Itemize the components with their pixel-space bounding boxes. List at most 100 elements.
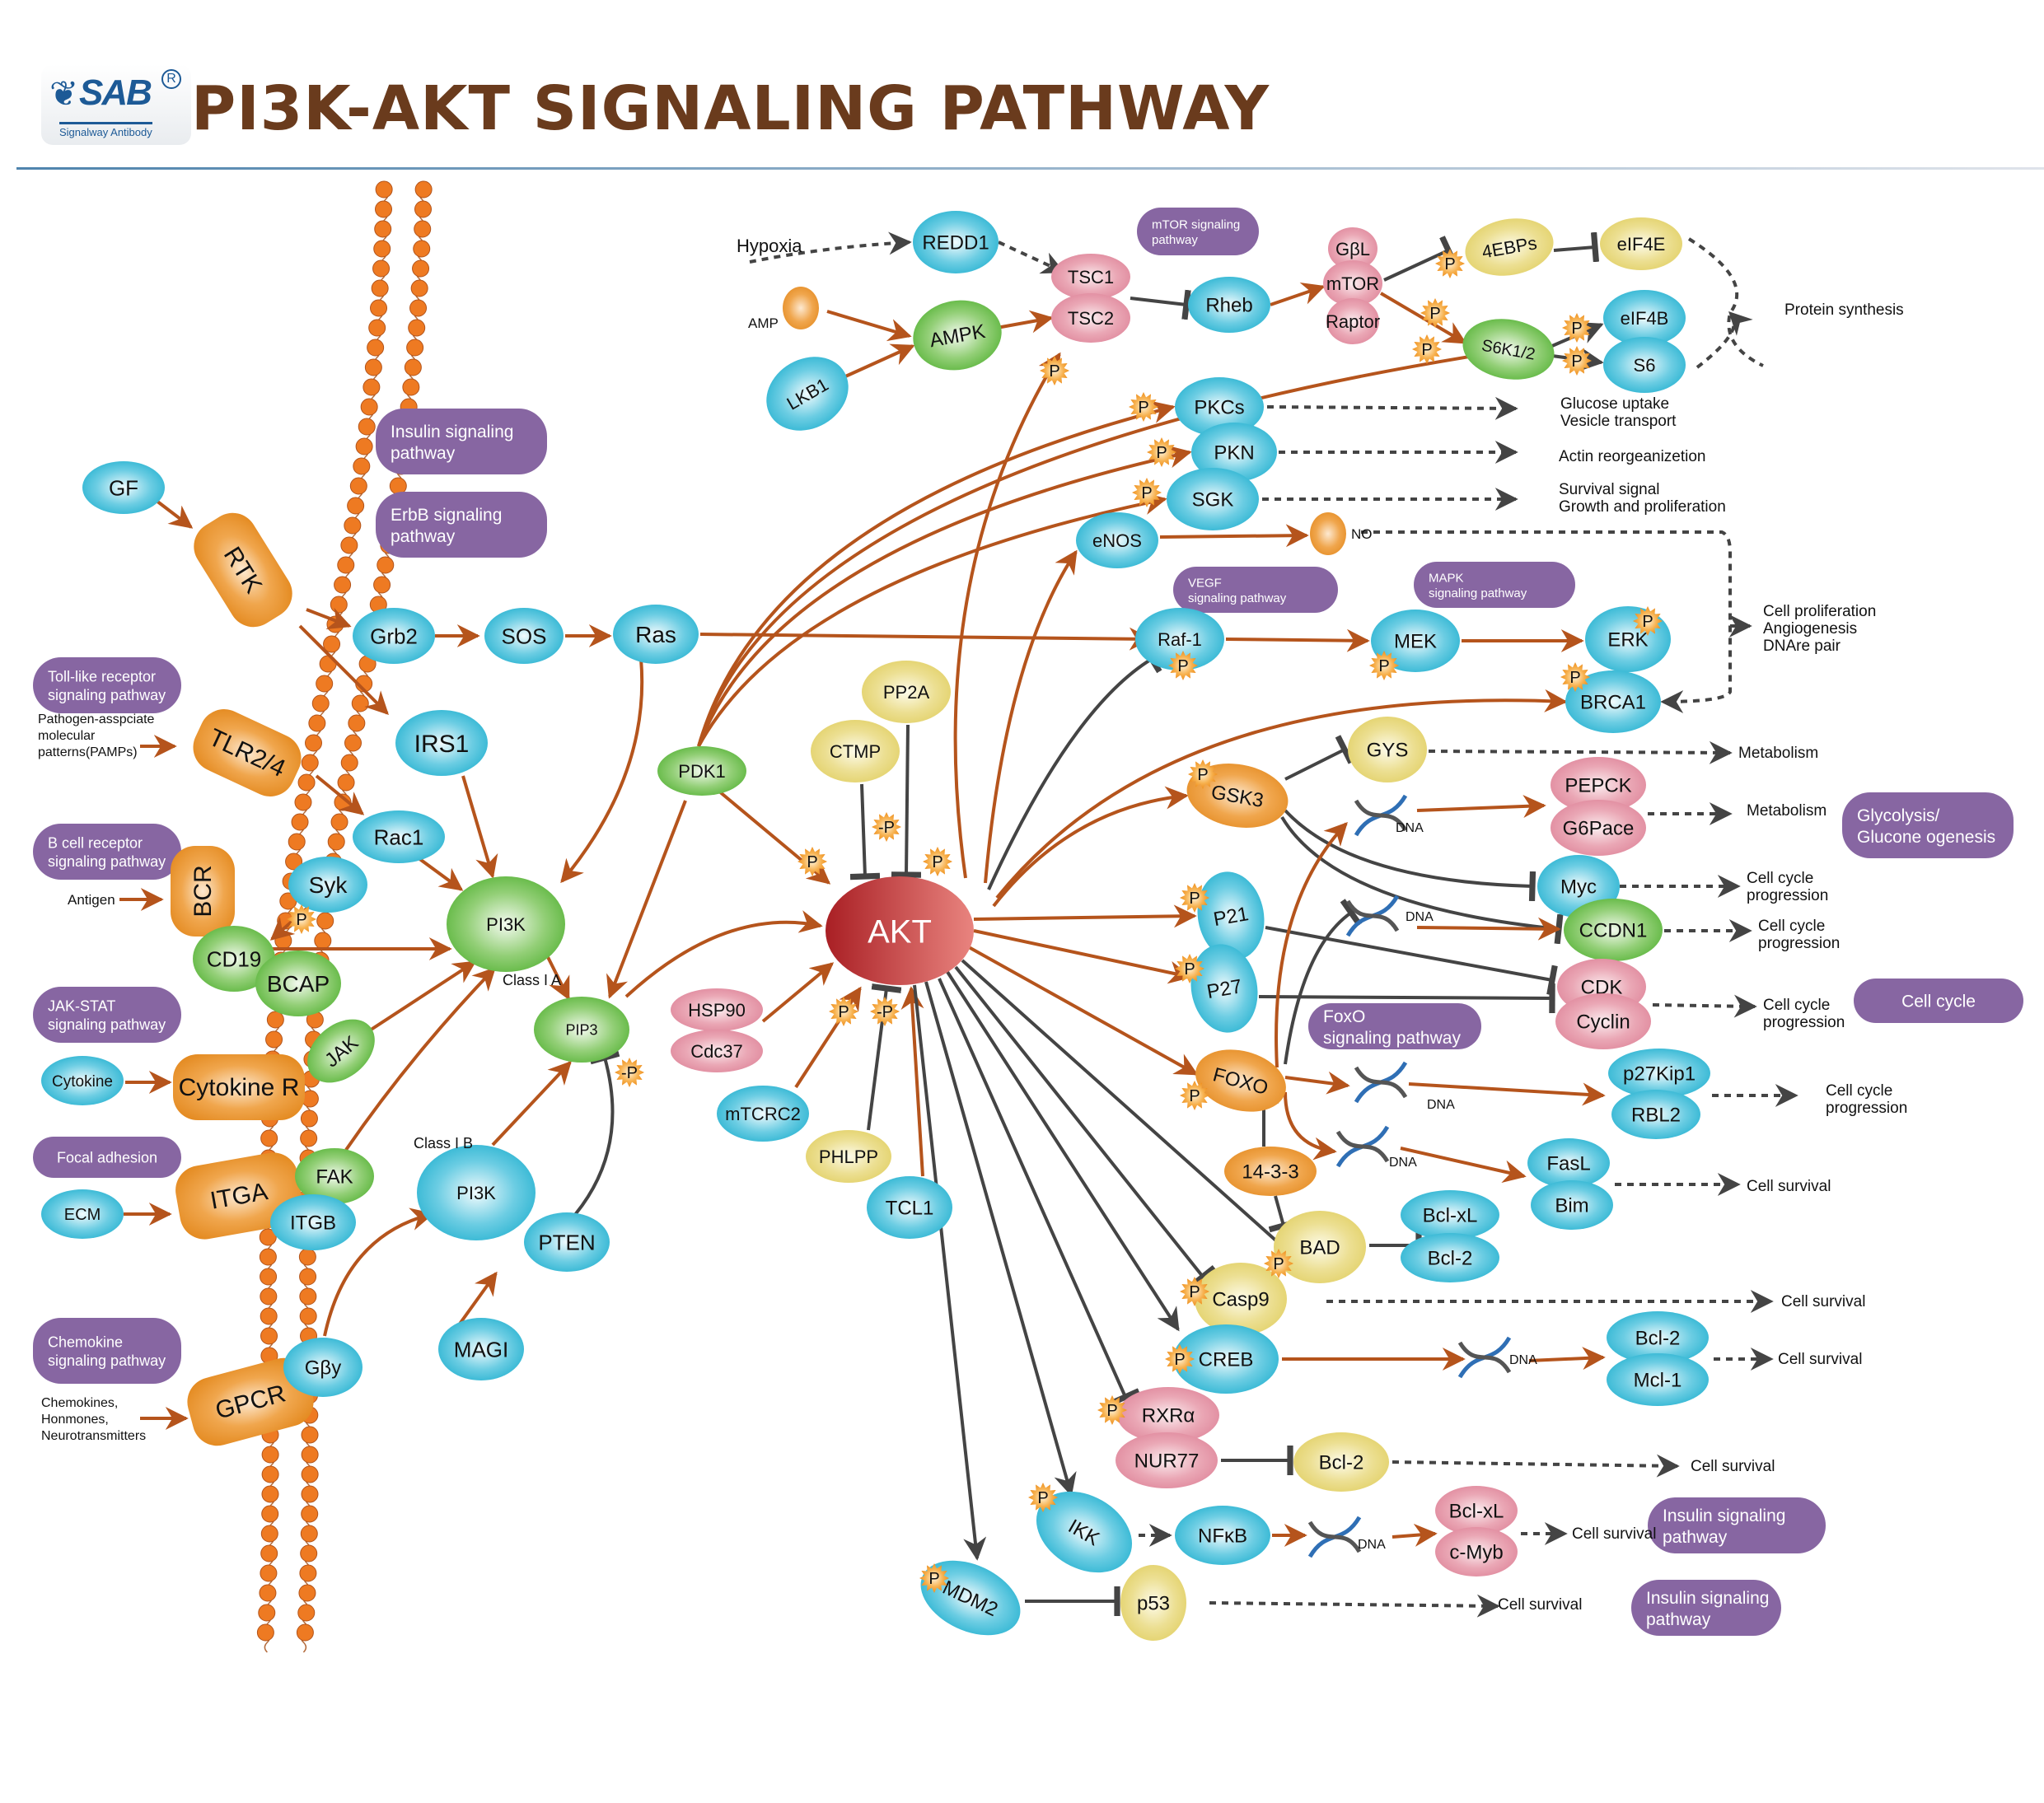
node-rheb[interactable]: Rheb xyxy=(1188,277,1270,333)
node-4ebps[interactable]: 4EBPs xyxy=(1461,212,1558,283)
node-grb2[interactable]: Grb2 xyxy=(353,608,435,664)
node-cmyb[interactable]: c-Myb xyxy=(1435,1527,1518,1576)
node-rxra[interactable]: RXRα xyxy=(1117,1387,1219,1443)
node-bcap[interactable]: BCAP xyxy=(255,951,341,1016)
node-gys[interactable]: GYS xyxy=(1348,717,1427,782)
node-pkn[interactable]: PKN xyxy=(1191,423,1277,482)
pathway-box-glycolysis-glucone-ogenesis[interactable]: Glycolysis/Glucone ogenesis xyxy=(1842,792,2014,858)
node-redd1[interactable]: REDD1 xyxy=(913,211,999,273)
receptor-bcr[interactable]: BCR xyxy=(171,846,235,937)
node-syk[interactable]: Syk xyxy=(288,857,367,913)
node-cd19[interactable]: CD19 xyxy=(193,926,275,992)
node-creb[interactable]: CREB xyxy=(1173,1324,1279,1394)
node-amp[interactable] xyxy=(783,287,819,329)
node-tcl1[interactable]: TCL1 xyxy=(867,1176,952,1239)
node-pkcs[interactable]: PKCs xyxy=(1175,377,1264,437)
node-p21[interactable]: P21 xyxy=(1190,866,1271,965)
node-bcl2c[interactable]: Bcl-2 xyxy=(1293,1432,1389,1492)
node-bclxl1[interactable]: Bcl-xL xyxy=(1401,1190,1499,1240)
node-pip3[interactable]: PIP3 xyxy=(534,997,629,1063)
node-gbl[interactable]: GβL xyxy=(1328,227,1377,270)
node-pten[interactable]: PTEN xyxy=(524,1212,610,1272)
node-eif4e[interactable]: eIF4E xyxy=(1600,217,1682,270)
node-noball[interactable] xyxy=(1310,512,1346,555)
node-tsc2[interactable]: TSC2 xyxy=(1051,293,1130,343)
receptor-cytokine-r[interactable]: Cytokine R xyxy=(173,1054,305,1120)
node-p53[interactable]: p53 xyxy=(1120,1565,1186,1641)
node-p27kip1[interactable]: p27Kip1 xyxy=(1608,1049,1710,1098)
node-akt[interactable]: AKT xyxy=(826,876,974,985)
node-enos[interactable]: eNOS xyxy=(1076,512,1158,568)
node-foxo[interactable]: FOXO xyxy=(1189,1040,1293,1122)
node-bim[interactable]: Bim xyxy=(1531,1180,1613,1230)
node-gf[interactable]: GF xyxy=(82,461,165,514)
node-ctmp[interactable]: CTMP xyxy=(811,720,900,782)
node-phlpp[interactable]: PHLPP xyxy=(806,1130,891,1183)
node-sgk[interactable]: SGK xyxy=(1167,468,1259,530)
node-pi3kb[interactable]: PI3K xyxy=(417,1145,536,1240)
pathway-box-cell-cycle[interactable]: Cell cycle xyxy=(1854,979,2023,1023)
node-casp9[interactable]: Casp9 xyxy=(1195,1263,1287,1335)
node-raf1[interactable]: Raf-1 xyxy=(1135,608,1224,670)
node-mdm2[interactable]: MDM2 xyxy=(909,1546,1032,1651)
node-bcl2b[interactable]: Bcl-2 xyxy=(1607,1311,1709,1364)
node-sos[interactable]: SOS xyxy=(484,608,564,664)
node-ikk[interactable]: IKK xyxy=(1022,1475,1146,1589)
node-gby[interactable]: Gβy xyxy=(283,1338,362,1397)
node-jak[interactable]: JAK xyxy=(295,1007,387,1095)
node-pi3ka[interactable]: PI3K xyxy=(447,876,565,972)
node-pepck[interactable]: PEPCK xyxy=(1551,757,1646,813)
node-s6[interactable]: S6 xyxy=(1603,337,1686,393)
node-bad[interactable]: BAD xyxy=(1274,1211,1366,1283)
node-cdc37[interactable]: Cdc37 xyxy=(671,1030,763,1072)
node-ras[interactable]: Ras xyxy=(613,605,699,664)
node-lkb1[interactable]: LKB1 xyxy=(753,343,862,446)
node-nur77[interactable]: NUR77 xyxy=(1116,1432,1218,1488)
node-rac1[interactable]: Rac1 xyxy=(353,810,445,863)
node-hsp90[interactable]: HSP90 xyxy=(671,988,763,1031)
node-brca1[interactable]: BRCA1 xyxy=(1565,670,1661,733)
node-irs1[interactable]: IRS1 xyxy=(395,710,488,776)
node-raptor[interactable]: Raptor xyxy=(1326,298,1380,344)
node-nfkb[interactable]: NFκB xyxy=(1175,1506,1270,1565)
node-1433[interactable]: 14-3-3 xyxy=(1224,1147,1317,1196)
node-fak[interactable]: FAK xyxy=(295,1148,374,1204)
receptor-tlr2-4[interactable]: TLR2/4 xyxy=(185,701,310,805)
node-magi[interactable]: MAGI xyxy=(438,1318,524,1380)
node-itgb[interactable]: ITGB xyxy=(270,1194,356,1250)
node-cytokine[interactable]: Cytokine xyxy=(41,1056,124,1105)
receptor-gpcr[interactable]: GPCR xyxy=(182,1352,320,1451)
node-mek[interactable]: MEK xyxy=(1371,610,1460,672)
receptor-rtk[interactable]: RTK xyxy=(185,503,302,636)
node-eif4b[interactable]: eIF4B xyxy=(1603,290,1686,346)
pathway-box-focal-adhesion[interactable]: Focal adhesion xyxy=(33,1137,181,1178)
node-mtcrc2[interactable]: mTCRC2 xyxy=(717,1086,809,1142)
node-tsc1[interactable]: TSC1 xyxy=(1051,254,1130,300)
node-pp2a[interactable]: PP2A xyxy=(862,661,951,723)
node-pdk1[interactable]: PDK1 xyxy=(657,746,746,796)
node-cyclin[interactable]: Cyclin xyxy=(1555,993,1651,1049)
node-mcl1[interactable]: Mcl-1 xyxy=(1607,1353,1709,1406)
node-bclxl2[interactable]: Bcl-xL xyxy=(1435,1486,1518,1535)
receptor-itga[interactable]: ITGA xyxy=(171,1149,306,1244)
node-ccdn1[interactable]: CCDN1 xyxy=(1564,899,1663,961)
node-ampk[interactable]: AMPK xyxy=(908,293,1008,376)
node-g6pace[interactable]: G6Pace xyxy=(1551,800,1646,856)
node-rbl2[interactable]: RBL2 xyxy=(1611,1090,1700,1139)
node-bcl2a[interactable]: Bcl-2 xyxy=(1401,1233,1499,1282)
node-p27[interactable]: P27 xyxy=(1184,939,1265,1038)
node-ecm[interactable]: ECM xyxy=(41,1189,124,1239)
node-s6k[interactable]: S6K1/2 xyxy=(1458,312,1560,386)
